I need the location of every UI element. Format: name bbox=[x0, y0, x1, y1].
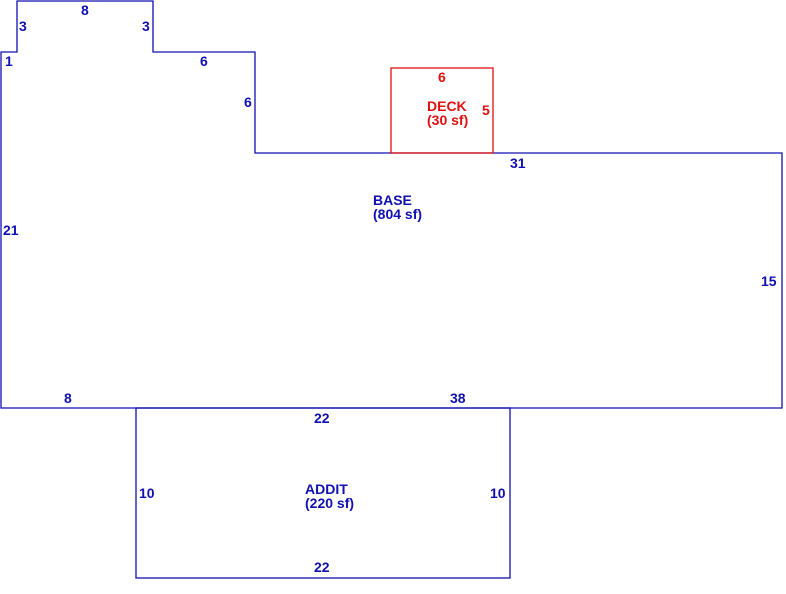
addit-dim-bottom: 22 bbox=[314, 559, 330, 575]
base-dim-left-side: 21 bbox=[3, 222, 19, 238]
deck-dim-top: 6 bbox=[438, 69, 446, 85]
base-dim-right-side: 15 bbox=[761, 273, 777, 289]
base-area-size: (804 sf) bbox=[373, 206, 422, 222]
base-dim-left-ledge: 1 bbox=[5, 53, 13, 69]
base-dim-right-step: 3 bbox=[142, 18, 150, 34]
addit-dim-right: 10 bbox=[490, 485, 506, 501]
addit-dim-top: 22 bbox=[314, 410, 330, 426]
deck-area-size: (30 sf) bbox=[427, 112, 468, 128]
base-outline bbox=[0, 0, 783, 409]
base-dim-upper-ledge: 6 bbox=[200, 53, 208, 69]
addit-area-size: (220 sf) bbox=[305, 495, 354, 511]
addit-area-name: ADDIT bbox=[305, 481, 348, 497]
base-area-name: BASE bbox=[373, 192, 412, 208]
addit-outline bbox=[135, 407, 511, 579]
deck-area-name: DECK bbox=[427, 98, 467, 114]
base-dim-left-step: 3 bbox=[19, 18, 27, 34]
base-dim-notch-depth: 6 bbox=[244, 94, 252, 110]
deck-dim-side: 5 bbox=[482, 102, 490, 118]
deck-outline bbox=[390, 67, 494, 154]
base-dim-bottom: 38 bbox=[450, 390, 466, 406]
base-dim-bottom-left: 8 bbox=[64, 390, 72, 406]
addit-dim-left: 10 bbox=[139, 485, 155, 501]
base-dim-top: 8 bbox=[81, 2, 89, 18]
base-dim-top-right: 31 bbox=[510, 155, 526, 171]
